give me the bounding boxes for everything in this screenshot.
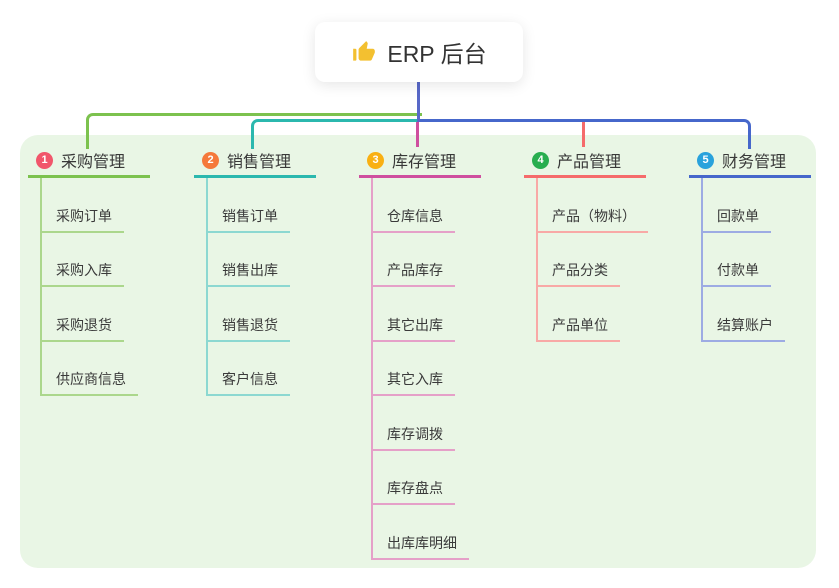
- branch-title[interactable]: 3 库存管理: [359, 145, 481, 178]
- connector-branch-3: [416, 122, 419, 147]
- branch-children: 回款单付款单结算账户: [701, 178, 785, 342]
- branch: 3 库存管理 仓库信息产品库存其它出库其它入库库存调拨库存盘点出库库明细: [359, 145, 481, 560]
- branch: 2 销售管理 销售订单销售出库销售退货客户信息: [194, 145, 316, 396]
- child-node[interactable]: 客户信息: [208, 342, 290, 396]
- child-node[interactable]: 供应商信息: [42, 342, 138, 396]
- child-node[interactable]: 采购订单: [42, 178, 124, 233]
- child-node[interactable]: 结算账户: [703, 287, 785, 342]
- child-node[interactable]: 销售退货: [208, 287, 290, 342]
- branch: 1 采购管理 采购订单采购入库采购退货供应商信息: [28, 145, 150, 396]
- branch-title-label: 产品管理: [557, 154, 622, 171]
- branch-title[interactable]: 4 产品管理: [524, 145, 646, 178]
- branch-children: 仓库信息产品库存其它出库其它入库库存调拨库存盘点出库库明细: [371, 178, 469, 560]
- child-node[interactable]: 产品单位: [538, 287, 620, 342]
- connector-branch-4: [582, 122, 585, 147]
- branch-title[interactable]: 1 采购管理: [28, 145, 150, 178]
- branch-children: 销售订单销售出库销售退货客户信息: [206, 178, 290, 396]
- child-node[interactable]: 库存盘点: [373, 451, 455, 505]
- child-node[interactable]: 出库库明细: [373, 505, 469, 560]
- child-node[interactable]: 付款单: [703, 233, 771, 287]
- child-node[interactable]: 销售订单: [208, 178, 290, 233]
- thumbs-up-icon: [353, 41, 376, 61]
- child-node[interactable]: 其它出库: [373, 287, 455, 342]
- branch-children: 采购订单采购入库采购退货供应商信息: [40, 178, 138, 396]
- child-node[interactable]: 仓库信息: [373, 178, 455, 233]
- branch-title-label: 财务管理: [722, 154, 787, 171]
- child-node[interactable]: 其它入库: [373, 342, 455, 396]
- branch-children: 产品（物料）产品分类产品单位: [536, 178, 648, 342]
- branch-title-label: 销售管理: [227, 154, 292, 171]
- child-node[interactable]: 产品（物料）: [538, 178, 648, 233]
- connector-branch-1: [86, 113, 422, 149]
- child-node[interactable]: 销售出库: [208, 233, 290, 287]
- branch-number-badge: 1: [36, 151, 53, 169]
- mindmap-background: [20, 135, 816, 568]
- connector-branch-2: [251, 119, 422, 149]
- child-node[interactable]: 采购入库: [42, 233, 124, 287]
- branch-title-label: 采购管理: [61, 154, 126, 171]
- child-node[interactable]: 产品库存: [373, 233, 455, 287]
- branch-title[interactable]: 2 销售管理: [194, 145, 316, 178]
- branch: 5 财务管理 回款单付款单结算账户: [689, 145, 811, 342]
- branch-title[interactable]: 5 财务管理: [689, 145, 811, 178]
- child-node[interactable]: 回款单: [703, 178, 771, 233]
- branch: 4 产品管理 产品（物料）产品分类产品单位: [524, 145, 648, 342]
- root-node[interactable]: ERP 后台: [315, 22, 523, 82]
- connector-root: [417, 82, 420, 122]
- branch-title-label: 库存管理: [392, 154, 457, 171]
- child-node[interactable]: 采购退货: [42, 287, 124, 342]
- branch-number-badge: 4: [532, 151, 549, 169]
- branch-number-badge: 5: [697, 151, 714, 169]
- child-node[interactable]: 产品分类: [538, 233, 620, 287]
- root-label: ERP 后台: [387, 41, 487, 67]
- branch-number-badge: 2: [202, 151, 219, 169]
- branch-number-badge: 3: [367, 151, 384, 169]
- child-node[interactable]: 库存调拨: [373, 396, 455, 451]
- connector-branch-5: [418, 119, 751, 149]
